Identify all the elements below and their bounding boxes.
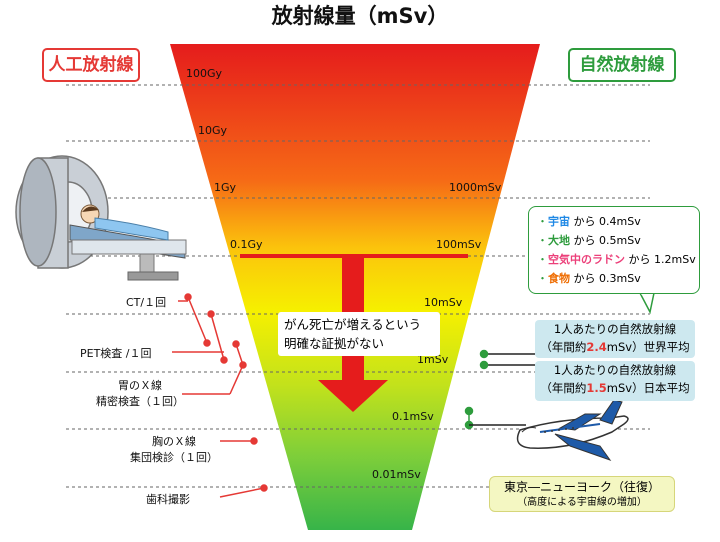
scale-label-1gy: 1Gy [214, 181, 237, 194]
world-average-line2: （年間約2.4mSv）世界平均 [535, 338, 695, 356]
japan-average-pre: （年間約 [540, 381, 587, 395]
scale-label-10msv: 10mSv [424, 296, 463, 309]
source-name: 大地 [548, 234, 570, 247]
scale-label-0-1msv: 0.1mSv [392, 410, 434, 423]
scale-label-1msv: 1mSv [417, 353, 449, 366]
no-evidence-note: がん死亡が増えるという 明確な証拠がない [278, 312, 440, 356]
japan-average-post: mSv）日本平均 [606, 381, 690, 395]
world-average-line1: 1人あたりの自然放射線 [553, 322, 677, 336]
source-item: ・空気中のラドン から 1.2mSv [537, 253, 696, 266]
chest-xray-label: 胸のＸ線 集団検診（１回） [130, 434, 218, 466]
source-item: ・宇宙 から 0.4mSv [537, 215, 641, 228]
natural-connectors [464, 349, 535, 430]
world-average-post: mSv）世界平均 [606, 340, 690, 354]
page-title: 放射線量（mSv） [271, 4, 449, 28]
source-name: 宇宙 [548, 215, 570, 228]
world-average-box: 1人あたりの自然放射線 （年間約2.4mSv）世界平均 [535, 320, 695, 358]
japan-average-value: 1.5 [586, 381, 607, 395]
ct-scanner-illustration [15, 155, 187, 281]
chest-xray-line1: 胸のＸ線 [152, 435, 196, 448]
scale-label-0-01msv: 0.01mSv [372, 468, 421, 481]
stomach-xray-line2: 精密検査（１回） [96, 395, 184, 408]
scale-label-10gy: 10Gy [198, 124, 228, 137]
scale-label-0-1gy: 0.1Gy [230, 238, 263, 251]
arrow-head [318, 380, 388, 412]
source-name: 食物 [548, 272, 570, 285]
artificial-radiation-label: 人工放射線 [42, 48, 140, 82]
source-value: から 0.3mSv [573, 272, 641, 285]
japan-average-line1: 1人あたりの自然放射線 [553, 363, 677, 377]
scale-label-1000msv: 1000mSv [449, 181, 502, 194]
source-item: ・食物 から 0.3mSv [537, 272, 641, 285]
world-average-pre: （年間約 [540, 340, 587, 354]
dental-label: 歯科撮影 [146, 493, 190, 506]
source-value: から 0.4mSv [573, 215, 641, 228]
ct-label: CT/１回 [126, 296, 167, 309]
pet-label: PET検査 /１回 [80, 347, 152, 360]
world-average-value: 2.4 [586, 340, 607, 354]
airplane-illustration [516, 399, 629, 461]
scale-label-100msv: 100mSv [436, 238, 482, 251]
stomach-xray-label: 胃のＸ線 精密検査（１回） [96, 378, 184, 410]
no-evidence-line1: がん死亡が増えるという [284, 317, 422, 332]
source-item: ・大地 から 0.5mSv [537, 234, 641, 247]
japan-average-box: 1人あたりの自然放射線 （年間約1.5mSv）日本平均 [535, 361, 695, 401]
no-evidence-line2: 明確な証拠がない [284, 336, 385, 351]
natural-radiation-label: 自然放射線 [568, 48, 676, 82]
bubble-tail [638, 292, 655, 315]
flight-dose-box: 東京―ニューヨーク（往復） （高度による宇宙線の増加） [489, 476, 675, 512]
flight-note: （高度による宇宙線の増加） [517, 497, 647, 508]
chest-xray-line2: 集団検診（１回） [130, 451, 218, 464]
flight-route: 東京―ニューヨーク（往復） [503, 480, 660, 494]
stomach-xray-line1: 胃のＸ線 [118, 379, 162, 392]
natural-sources-bubble: ・宇宙 から 0.4mSv ・大地 から 0.5mSv ・空気中のラドン から … [528, 206, 700, 294]
scale-label-100gy: 100Gy [186, 67, 223, 80]
source-value: から 0.5mSv [573, 234, 641, 247]
source-value: から 1.2mSv [628, 253, 696, 266]
medical-connectors [172, 293, 268, 498]
japan-average-line2: （年間約1.5mSv）日本平均 [535, 379, 695, 397]
source-name: 空気中のラドン [548, 253, 625, 266]
